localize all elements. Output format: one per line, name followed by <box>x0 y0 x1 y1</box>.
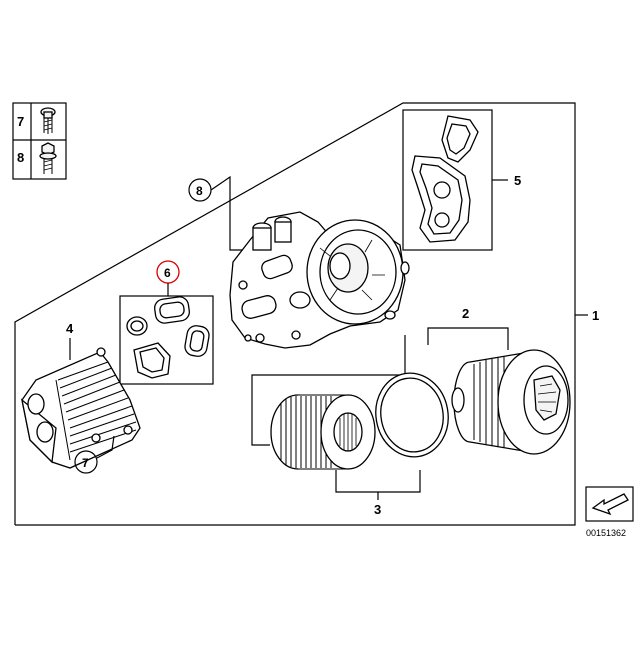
bolt-with-washer-icon <box>39 142 57 174</box>
callout-3-group: 3 <box>335 470 421 517</box>
arrow-direction-icon <box>585 486 634 522</box>
oil-cooler <box>21 347 141 469</box>
callout-2: 2 <box>462 306 469 321</box>
callout-7-group: 7 <box>74 435 115 474</box>
oil-filter-cover <box>451 349 571 455</box>
callout-8-group: 8 <box>188 175 242 251</box>
callout-8: 8 <box>196 184 203 198</box>
oring-seal <box>375 372 449 458</box>
callout-7: 7 <box>82 456 89 470</box>
gasket-set-5 <box>402 109 508 251</box>
callout-6-group: 6 <box>156 260 180 296</box>
hardware-legend: 7 8 <box>12 102 67 180</box>
oil-filter-housing <box>229 211 410 349</box>
callout-4-group: 4 <box>66 321 74 360</box>
legend-number-8: 8 <box>17 150 24 165</box>
gasket-set-6 <box>119 295 214 385</box>
callout-1: 1 <box>592 308 599 323</box>
oil-filter-element <box>270 394 376 470</box>
callout-5: 5 <box>514 173 521 188</box>
callout-6: 6 <box>164 266 171 280</box>
filter-element-bracket <box>251 335 406 446</box>
callout-4: 4 <box>66 321 74 336</box>
image-number: 00151362 <box>586 528 626 538</box>
bolt-icon <box>40 107 56 134</box>
callout-3: 3 <box>374 502 381 517</box>
assembly-frame <box>14 102 588 526</box>
legend-number-7: 7 <box>17 114 24 129</box>
callout-2-group: 2 <box>427 306 509 350</box>
